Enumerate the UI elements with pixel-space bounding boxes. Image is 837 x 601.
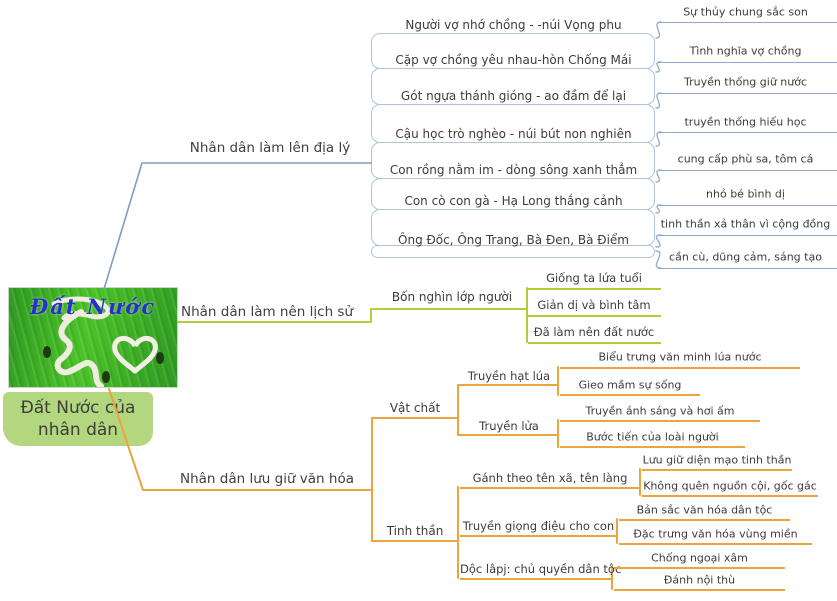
node-underline [658,132,837,133]
node-label[interactable]: Tinh thần [386,524,444,538]
node-label[interactable]: Truyền giọng điệu cho con [462,519,615,533]
node-label[interactable]: Giống ta lứa tuổi [546,271,642,285]
node-label[interactable]: Tình nghĩa vợ chồng [689,44,802,58]
branch-label-geography[interactable]: Nhân dân làm lên địa lý [189,140,351,156]
node-underline [658,62,837,63]
node-underline [528,288,661,290]
node-label[interactable]: Sự thủy chung sắc son [683,5,808,19]
node-label[interactable]: Cặp vợ chồng yêu nhau-hòn Chống Mái [395,53,632,67]
node-label[interactable]: Gánh theo tên xã, tên làng [472,471,628,485]
node-label[interactable]: Lưu giữ diện mạo tinh thần [642,453,792,467]
node-underline [658,268,837,269]
node-label[interactable]: Con cò con gà - Hạ Long thắng cảnh [404,194,623,208]
node-underline [619,519,790,521]
node-underline [460,578,612,580]
branch-label-culture[interactable]: Nhân dân lưu giữ văn hóa [180,471,354,487]
node-label[interactable]: Truyền lửa [479,419,539,433]
branch-label-history[interactable]: Nhân dân làm nên lịch sử [181,304,353,320]
node-label[interactable]: Ông Đốc, Ông Trang, Bà Đen, Bà Điểm [398,233,629,247]
center-image-node[interactable]: Đất Nước [8,287,178,388]
node-label[interactable]: tinh thần xả thân vì cộng đồng [660,217,831,231]
node-underline [560,394,700,396]
node-label[interactable]: Truyền thống giữ nước [683,75,808,89]
node-label[interactable]: Chống ngoại xâm [651,551,748,565]
node-label[interactable]: Đánh nội thù [663,573,736,587]
node-underline [642,495,818,497]
node-label[interactable]: Con rồng nằm im - dòng sông xanh thẳm [389,163,638,177]
node-underline [528,315,661,317]
node-label[interactable]: Truyền ánh sáng và hơi ấm [585,404,735,418]
node-label[interactable]: Cậu học trò nghèo - núi bút non nghiên [395,127,632,141]
node-label[interactable]: nhỏ bé bình dị [706,187,785,201]
node-underline [460,535,617,537]
node-underline [658,235,837,236]
node-label[interactable]: Vật chất [389,401,441,415]
image-title: Đất Nước [29,294,157,319]
node-label[interactable]: Gieo mầm sự sống [578,378,682,392]
node-underline [560,446,745,448]
node-label[interactable]: Bản sắc văn hóa dân tộc [636,503,773,517]
node-underline [658,170,837,171]
node-label[interactable]: Dộc lâpj: chủ quyền dân tộc [460,562,622,576]
node-underline [614,567,785,569]
node-label[interactable]: Người vợ nhớ chồng - -núi Vọng phu [405,18,622,32]
node-underline [619,543,812,545]
node-label[interactable]: cần cù, dũng cảm, sáng tạo [669,250,822,264]
node-box [371,68,655,105]
node-box [371,33,655,69]
node-underline [658,93,837,94]
node-label[interactable]: Bốn nghìn lớp người [391,290,513,304]
node-box [371,178,655,210]
root-caption-node[interactable]: Đất Nước của nhân dân [3,392,153,446]
node-label[interactable]: Đã làm nên đất nước [533,325,655,339]
node-underline [528,342,661,344]
node-label[interactable]: Không quên nguồn cội, gốc gác [643,479,817,493]
node-underline [560,367,800,369]
node-underline [460,487,640,489]
node-underline [658,205,837,206]
node-label[interactable]: Truyền hạt lúa [467,369,551,383]
node-underline [658,22,837,23]
node-label[interactable]: cung cấp phù sa, tôm cá [677,152,814,166]
vietnam-path-art [43,296,164,387]
node-label[interactable]: Đặc trưng văn hóa vùng miền [633,527,798,541]
node-underline [614,589,785,591]
node-label[interactable]: Biểu trưng văn minh lúa nước [598,350,762,364]
node-underline [642,469,792,471]
node-label[interactable]: Giản dị và bình tâm [537,298,651,312]
node-label[interactable]: Gót ngựa thánh gióng - ao đầm để lại [400,89,627,103]
node-box [371,142,655,179]
node-underline [560,420,760,422]
node-label[interactable]: truyền thống hiếu học [684,115,807,129]
node-label[interactable]: Bước tiến của loài người [586,430,719,444]
